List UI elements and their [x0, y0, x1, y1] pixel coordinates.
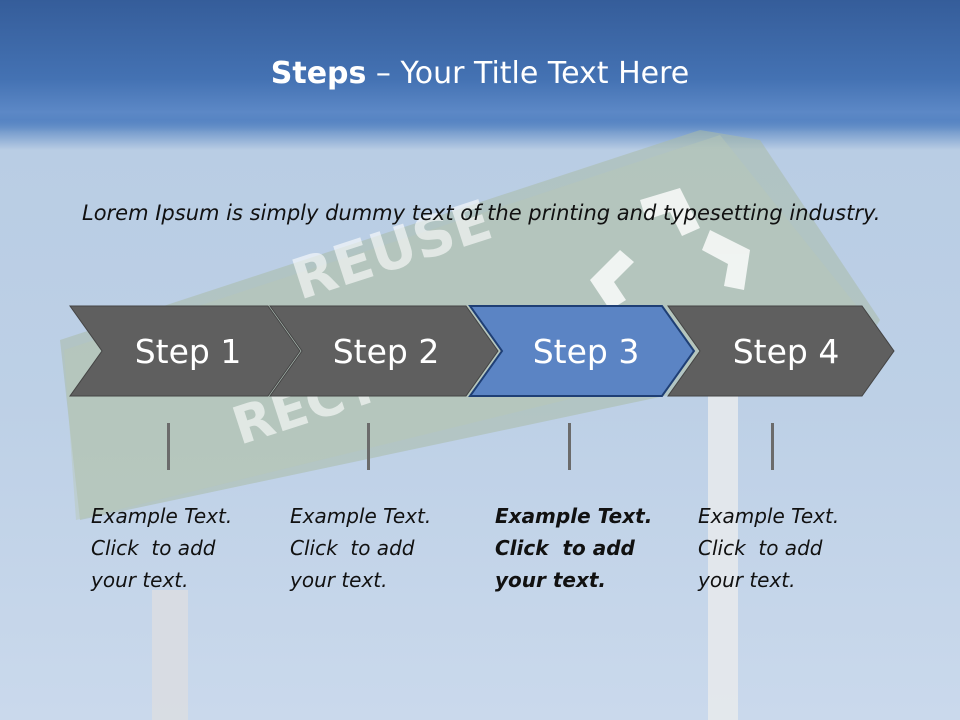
step-2-connector — [367, 423, 370, 470]
step-3-desc-line: Click to add — [495, 536, 635, 560]
step-2-description[interactable]: Example Text. Click to add your text. — [290, 500, 460, 596]
step-3-description[interactable]: Example Text. Click to add your text. — [495, 500, 665, 596]
step-1-label[interactable]: Step 1 — [134, 332, 242, 371]
step-2-arrow — [269, 305, 499, 397]
step-4-desc-line: Click to add — [698, 536, 823, 560]
recycle-icon — [590, 188, 750, 310]
title-bold: Steps — [270, 56, 367, 91]
step-3-label[interactable]: Step 3 — [532, 332, 640, 371]
step-4-desc-line: Example Text. — [698, 504, 840, 528]
step-2-label[interactable]: Step 2 — [332, 332, 440, 371]
title-band — [0, 0, 960, 132]
step-4-label[interactable]: Step 4 — [732, 332, 840, 371]
step-4-arrow — [667, 305, 895, 397]
title-text: – Your Title Text Here — [366, 56, 690, 91]
step-3-desc-line: your text. — [495, 568, 607, 592]
step-1-desc-line: your text. — [91, 568, 189, 592]
step-1-arrow — [69, 305, 301, 397]
step-1-description[interactable]: Example Text. Click to add your text. — [91, 500, 261, 596]
step-4-connector — [771, 423, 774, 470]
step-1-desc-line: Click to add — [91, 536, 216, 560]
step-3-connector — [568, 423, 571, 470]
step-3-arrow — [468, 305, 696, 397]
body-text[interactable]: Lorem Ipsum is simply dummy text of the … — [82, 201, 881, 225]
step-4-desc-line: your text. — [698, 568, 796, 592]
step-4-description[interactable]: Example Text. Click to add your text. — [698, 500, 868, 596]
step-1-connector — [167, 423, 170, 470]
page-title[interactable]: Steps – Your Title Text Here — [0, 56, 960, 91]
step-2-desc-line: Click to add — [290, 536, 415, 560]
step-3-desc-line: Example Text. — [495, 504, 653, 528]
step-2-desc-line: Example Text. — [290, 504, 432, 528]
step-1-desc-line: Example Text. — [91, 504, 233, 528]
step-2-desc-line: your text. — [290, 568, 388, 592]
